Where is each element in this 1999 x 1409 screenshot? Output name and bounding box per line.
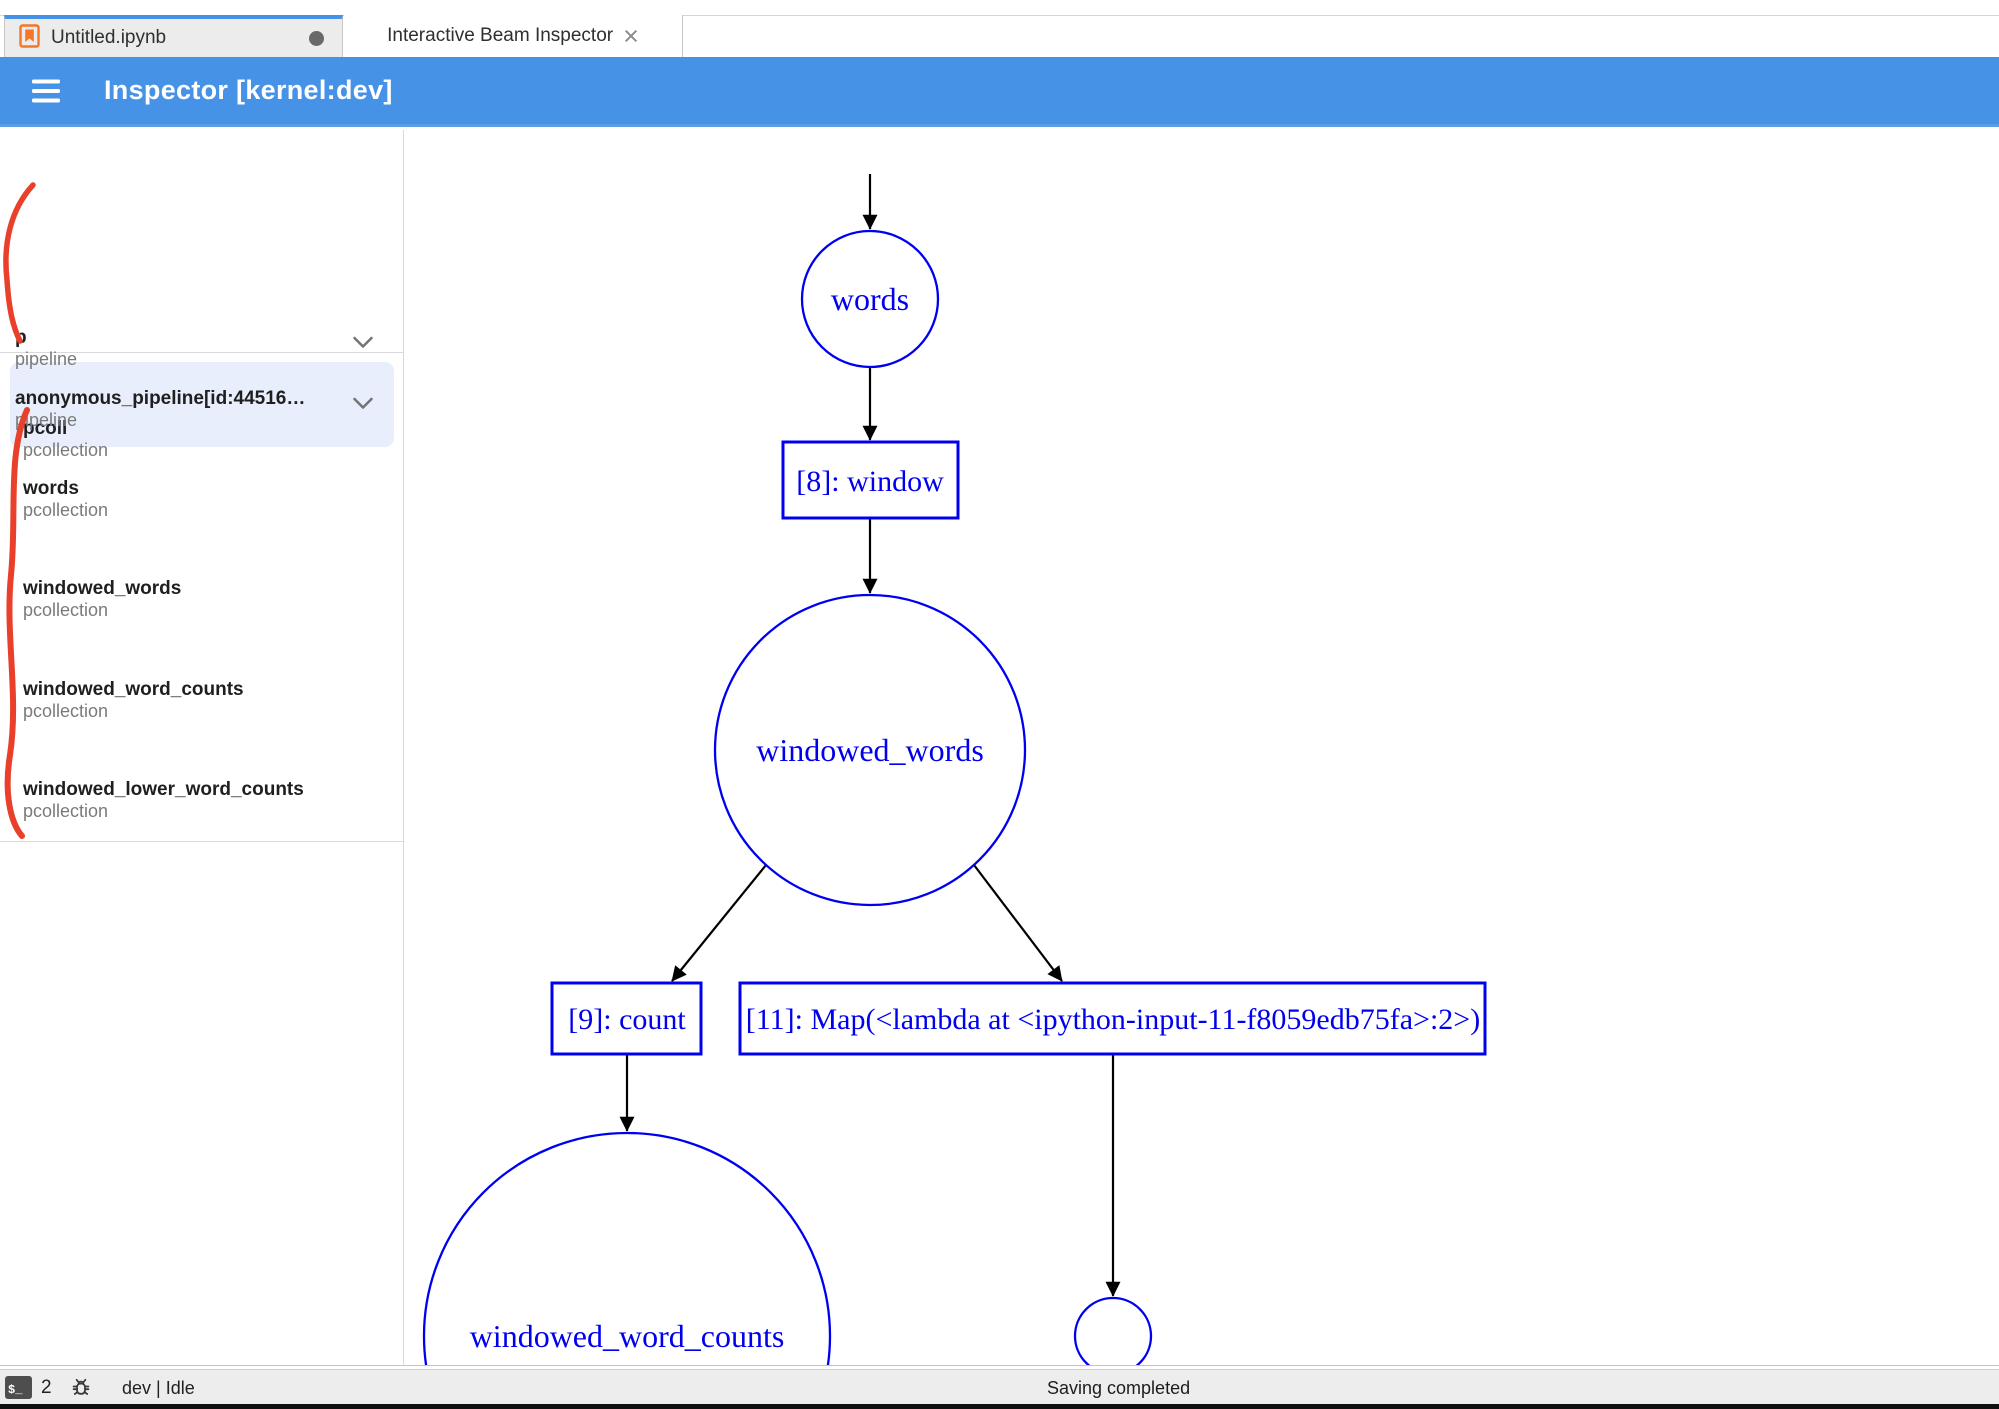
content-bottom-border: [0, 1365, 1999, 1366]
graph-node-label: [11]: Map(<lambda at <ipython-input-11-f…: [746, 1003, 1480, 1036]
sidebar-item-words[interactable]: words pcollection: [23, 478, 109, 520]
chevron-down-icon[interactable]: [352, 336, 374, 354]
graph-node-words: words: [800, 229, 940, 369]
graph-node-map-transform: [11]: Map(<lambda at <ipython-input-11-f…: [738, 981, 1487, 1056]
terminal-icon[interactable]: $_: [5, 1376, 32, 1399]
list-bottom-border: [0, 841, 404, 842]
notebook-icon: [19, 23, 40, 54]
sidebar-item-windowed-word-counts[interactable]: windowed_word_counts pcollection: [23, 679, 244, 721]
graph-edges: [619, 174, 1121, 1297]
dock-tab-bar: Untitled.ipynb Interactive Beam Inspecto…: [0, 0, 1999, 57]
sidebar-item-pcoll[interactable]: pcoll pcollection: [23, 418, 109, 460]
red-annotation-marks: [3, 182, 36, 839]
inspector-content: p pipeline pcoll pcollection anonymous_p…: [0, 130, 1999, 1409]
unsaved-changes-indicator: [309, 30, 324, 46]
graph-node-label: words: [831, 281, 909, 317]
close-icon[interactable]: ×: [623, 20, 639, 51]
kernel-status[interactable]: dev | Idle: [122, 1378, 195, 1398]
graph-node-label: [8]: window: [796, 465, 944, 498]
graph-node-windowed-word-counts: windowed_word_counts: [422, 1131, 832, 1409]
graph-node-windowed-lower-word-counts: [1073, 1296, 1153, 1376]
terminal-glyph: $_: [8, 1383, 23, 1397]
tab-label: Interactive Beam Inspector: [387, 25, 614, 46]
pipeline-graph: words [8]: window windowed_words [9]: co…: [422, 174, 1487, 1409]
chevron-down-icon[interactable]: [352, 397, 374, 415]
tab-label: Untitled.ipynb: [51, 27, 167, 48]
graph-node-window-transform: [8]: window: [781, 440, 960, 520]
tab-untitled-notebook[interactable]: Untitled.ipynb: [4, 15, 343, 57]
tab-interactive-beam-inspector[interactable]: Interactive Beam Inspector ×: [344, 15, 683, 57]
save-status-message: Saving completed: [1047, 1378, 1191, 1398]
tabbar-top-hairline: [0, 15, 1999, 16]
graph-node-label: [9]: count: [568, 1003, 686, 1036]
sidebar-item-windowed-words[interactable]: windowed_words pcollection: [23, 578, 182, 620]
bug-icon[interactable]: [69, 1376, 93, 1405]
hamburger-icon[interactable]: [32, 79, 60, 102]
window-bottom-edge: [0, 1404, 1999, 1409]
selected-row-highlight: [10, 362, 394, 447]
inspector-app-bar: Inspector [kernel:dev]: [0, 57, 1999, 127]
graph-node-windowed-words: windowed_words: [713, 593, 1027, 907]
terminal-session-count[interactable]: 2: [41, 1377, 52, 1398]
sidebar-item-p[interactable]: p pipeline: [15, 327, 78, 369]
group-separator: [0, 352, 404, 353]
graph-node-label: windowed_words: [756, 732, 984, 768]
status-bar: $_ 2 dev | Idle Saving completed: [0, 1369, 1999, 1404]
page-title: Inspector [kernel:dev]: [104, 75, 393, 105]
sidebar-item-windowed-lower-word-counts[interactable]: windowed_lower_word_counts pcollection: [23, 779, 304, 821]
pipeline-graph-area: words [8]: window windowed_words [9]: co…: [404, 130, 1999, 1409]
graph-node-label: windowed_word_counts: [470, 1318, 785, 1354]
graph-node-count-transform: [9]: count: [550, 981, 703, 1056]
pipeline-sidebar: p pipeline pcoll pcollection anonymous_p…: [0, 130, 404, 1365]
sidebar-item-anonymous-pipeline[interactable]: anonymous_pipeline[id:44516… pipeline: [15, 388, 306, 430]
